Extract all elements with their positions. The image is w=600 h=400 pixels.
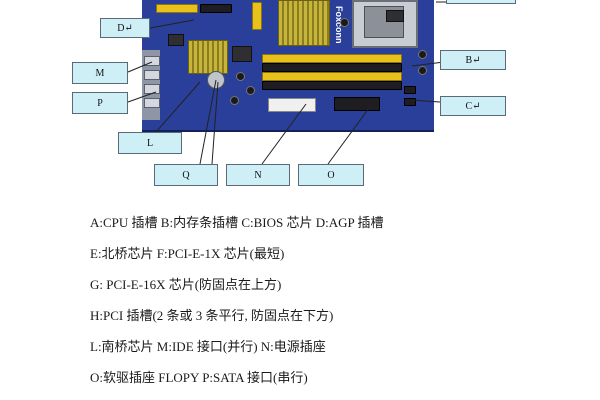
- southbridge-heatsink: [188, 40, 228, 74]
- label-l: L: [118, 132, 182, 154]
- memory-slot: [262, 81, 402, 90]
- legend-line: L:南桥芯片 M:IDE 接口(并行) N:电源插座: [90, 339, 326, 354]
- cmos-battery: [207, 71, 225, 89]
- memory-slot: [262, 72, 402, 81]
- legend-line: G: PCI-E-16X 芯片(防固点在上方): [90, 277, 282, 292]
- legend-line: A:CPU 插槽 B:内存条插槽 C:BIOS 芯片 D:AGP 插槽: [90, 215, 384, 230]
- capacitor: [340, 18, 349, 27]
- small-slot: [200, 4, 232, 13]
- capacitor: [418, 50, 427, 59]
- io-port: [144, 56, 160, 66]
- label-d: D↵: [100, 18, 150, 38]
- capacitor: [418, 66, 427, 75]
- memory-slot: [262, 54, 402, 63]
- label-top-right: [446, 0, 516, 4]
- power-connector: [268, 98, 316, 112]
- vrm-chip: [386, 10, 404, 22]
- label-n: N: [226, 164, 290, 186]
- label-q: Q: [154, 164, 218, 186]
- io-port: [144, 70, 160, 80]
- capacitor: [236, 72, 245, 81]
- board-brand-text: Foxconn: [334, 6, 344, 44]
- bios-chip: [168, 34, 184, 46]
- legend-line: O:软驱插座 FLOPY P:SATA 接口(串行): [90, 370, 308, 385]
- label-c: C↵: [440, 96, 506, 116]
- memory-slot: [262, 63, 402, 72]
- io-chip: [232, 46, 252, 62]
- sata-port: [404, 98, 416, 106]
- label-b: B↵: [440, 50, 506, 70]
- io-port: [144, 98, 160, 108]
- capacitor: [230, 96, 239, 105]
- io-port: [144, 84, 160, 94]
- legend-line: H:PCI 插槽(2 条或 3 条平行, 防固点在下方): [90, 308, 334, 323]
- capacitor: [246, 86, 255, 95]
- label-p: P: [72, 92, 128, 114]
- legend-line: E:北桥芯片 F:PCI-E-1X 芯片(最短): [90, 246, 285, 261]
- sata-port: [404, 86, 416, 94]
- motherboard-diagram: Foxconn: [72, 0, 516, 186]
- label-o: O: [298, 164, 364, 186]
- northbridge-heatsink: [278, 0, 330, 46]
- vertical-slot: [252, 2, 262, 30]
- floppy-connector: [334, 97, 380, 111]
- label-m: M: [72, 62, 128, 84]
- agp-slot: [156, 4, 198, 13]
